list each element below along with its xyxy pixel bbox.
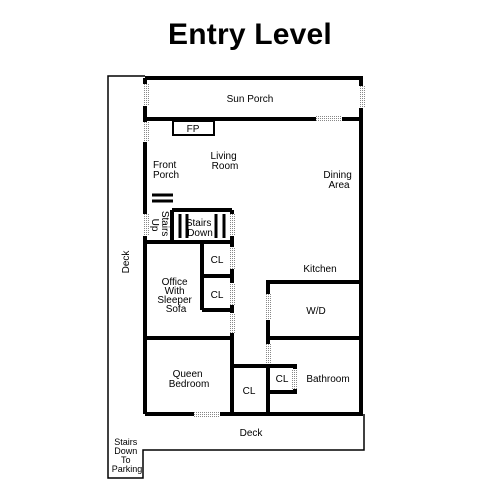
washer-dryer-label: W/D [306,306,325,317]
closet-2-label: CL [211,290,224,301]
closet-4-label: CL [276,374,289,385]
fireplace-label: FP [187,124,200,135]
fireplace-box [172,120,215,136]
page-title: Entry Level [168,18,332,51]
front-porch-label: Front Porch [153,160,179,181]
closet-3-label: CL [243,386,256,397]
closet-1-label: CL [211,255,224,266]
dining-area-label: Dining Area [323,170,354,191]
deck-bottom-label: Deck [240,428,264,439]
stairs-up-label: Stairs Up [149,211,170,239]
stair-treads [152,193,226,238]
wall-openings [143,84,365,417]
deck-outline [107,75,365,479]
stairs-down-label: Stairs Down [186,218,214,239]
bathroom-label: Bathroom [306,374,349,385]
sun-porch-label: Sun Porch [227,94,274,105]
living-room-label: Living Room [211,151,240,172]
queen-bedroom-label: Queen Bedroom [169,369,210,390]
stairs-to-parking-label: Stairs Down To Parking [112,437,143,474]
deck-left-label: Deck [121,250,132,274]
kitchen-label: Kitchen [303,264,336,275]
office-label: Office With Sleeper Sofa [157,277,194,315]
